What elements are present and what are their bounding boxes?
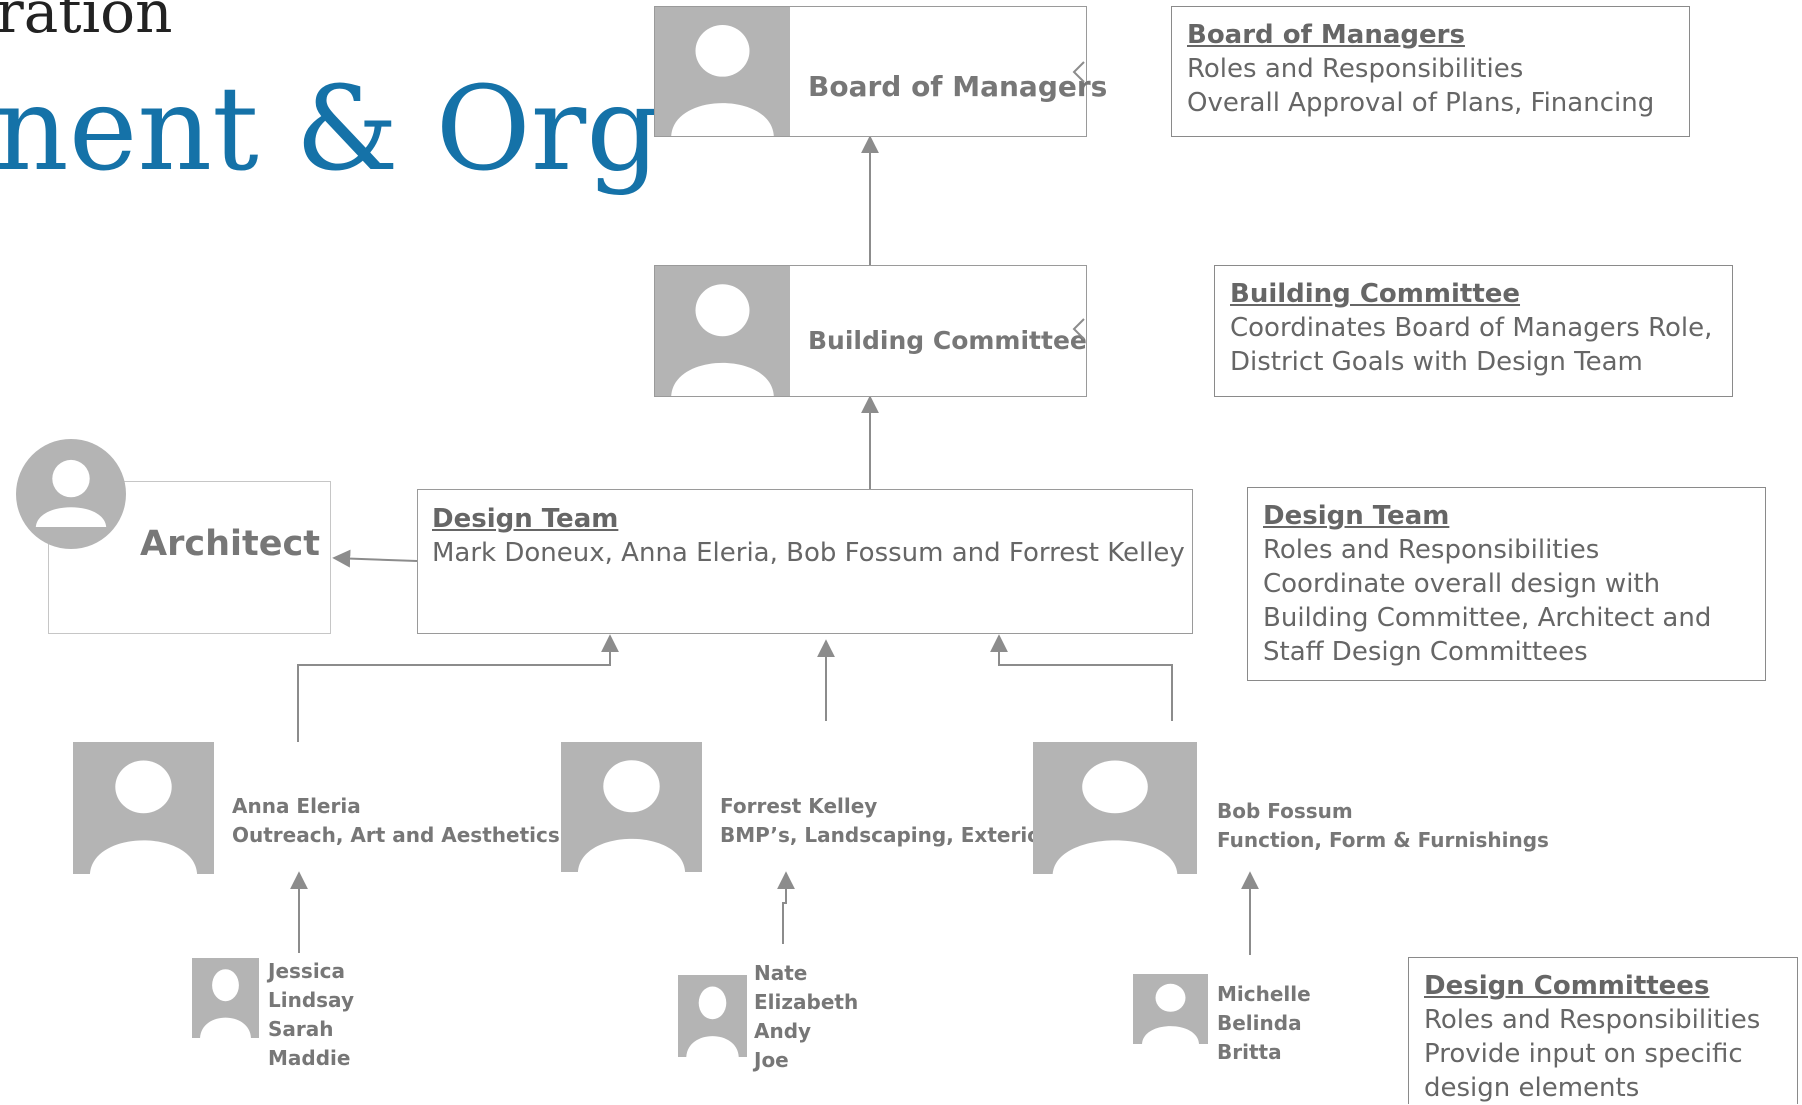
committees-info-line: Provide input on specific — [1424, 1039, 1743, 1069]
member-role: Function, Form & Furnishings — [1217, 828, 1549, 852]
notch-icon — [1072, 61, 1085, 83]
design-team-info-line: Building Committee, Architect and — [1263, 603, 1712, 633]
arrow-forrest-staff — [777, 871, 795, 944]
building-info-line: District Goals with Design Team — [1230, 347, 1643, 377]
staff-name: Nate — [754, 961, 808, 985]
staff-name: Andy — [754, 1019, 812, 1043]
building-committee-node: Building Committee — [654, 265, 1087, 397]
board-info-heading: Board of Managers — [1187, 20, 1465, 50]
staff-list: Jessica Lindsay Sarah Maddie — [268, 957, 354, 1073]
board-info-line: Roles and Responsibilities — [1187, 54, 1524, 84]
person-silhouette-icon — [1133, 974, 1208, 1044]
committees-info-line: design elements — [1424, 1073, 1640, 1103]
member-role: Outreach, Art and Aesthetics — [232, 823, 560, 847]
building-info-box: Building Committee Coordinates Board of … — [1214, 265, 1733, 397]
person-silhouette-icon — [1033, 742, 1197, 874]
staff-name: Belinda — [1217, 1011, 1302, 1035]
title-line-2: nent & Org — [0, 62, 661, 197]
member-name: Anna Eleria — [232, 794, 361, 818]
building-info-line: Coordinates Board of Managers Role, — [1230, 313, 1713, 343]
building-info-heading: Building Committee — [1230, 279, 1521, 309]
staff-name: Elizabeth — [754, 990, 859, 1014]
architect-label: Architect — [140, 524, 320, 564]
design-team-info-box: Design Team Roles and Responsibilities C… — [1247, 487, 1766, 681]
building-node-label: Building Committee — [808, 326, 1087, 355]
board-info-line: Overall Approval of Plans, Financing — [1187, 88, 1655, 118]
staff-name: Britta — [1217, 1040, 1282, 1064]
staff-name: Maddie — [268, 1046, 351, 1070]
notch-icon — [1072, 318, 1085, 340]
person-silhouette-icon — [655, 266, 790, 396]
board-of-managers-node: Board of Managers — [654, 6, 1107, 137]
board-info-box: Board of Managers Roles and Responsibili… — [1171, 6, 1690, 137]
committees-info-box: Design Committees Roles and Responsibili… — [1408, 957, 1798, 1104]
design-team-info-line: Coordinate overall design with — [1263, 569, 1661, 599]
committees-info-heading: Design Committees — [1424, 971, 1710, 1001]
staff-name: Michelle — [1217, 982, 1311, 1006]
staff-name: Joe — [754, 1048, 789, 1072]
person-silhouette-icon — [561, 742, 702, 872]
title-line-1: ration — [0, 0, 173, 46]
member-name: Bob Fossum — [1217, 799, 1353, 823]
member-role: BMP’s, Landscaping, Exterior — [720, 823, 1051, 847]
design-team-node: Design Team Mark Doneux, Anna Eleria, Bo… — [417, 489, 1193, 634]
design-team-info-line: Roles and Responsibilities — [1263, 535, 1600, 565]
arrow-bob-to-team — [990, 634, 1173, 721]
staff-list: Nate Elizabeth Andy Joe — [754, 959, 858, 1075]
staff-name: Lindsay — [268, 988, 354, 1012]
board-node-label: Board of Managers — [808, 70, 1108, 103]
member-name: Forrest Kelley — [720, 794, 878, 818]
design-team-heading: Design Team — [432, 504, 619, 534]
committees-info-line: Roles and Responsibilities — [1424, 1005, 1761, 1035]
staff-list: Michelle Belinda Britta — [1217, 980, 1311, 1067]
design-team-members: Mark Doneux, Anna Eleria, Bob Fossum and… — [432, 538, 1185, 568]
person-silhouette-icon — [73, 742, 214, 874]
arrow-team-to-architect — [332, 549, 418, 568]
architect-avatar — [16, 439, 126, 549]
arrow-anna-to-team — [297, 634, 619, 742]
person-silhouette-icon — [655, 7, 790, 136]
design-team-info-line: Staff Design Committees — [1263, 637, 1588, 667]
staff-name: Jessica — [268, 959, 346, 983]
person-silhouette-icon — [678, 975, 747, 1057]
design-team-info-heading: Design Team — [1263, 501, 1450, 531]
person-silhouette-icon — [192, 958, 259, 1038]
staff-name: Sarah — [268, 1017, 334, 1041]
